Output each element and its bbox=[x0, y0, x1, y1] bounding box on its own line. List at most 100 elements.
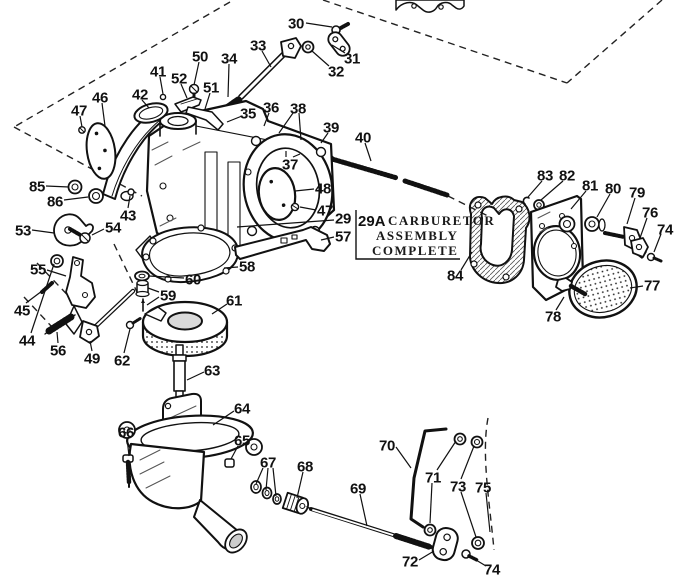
part-label-82-51: 82 bbox=[559, 168, 575, 185]
leader-line-29-25 bbox=[236, 219, 335, 228]
leader-line-33-1 bbox=[261, 50, 272, 68]
part-47-screw-left bbox=[78, 126, 86, 134]
leader-line-32-4 bbox=[311, 50, 330, 67]
leader-line-71-45 bbox=[436, 440, 457, 471]
part-51-spring-arm bbox=[185, 106, 224, 131]
leader-line-44-33 bbox=[30, 263, 55, 334]
part-60-washer bbox=[134, 270, 150, 282]
part-label-66-39: 66 bbox=[118, 425, 134, 442]
part-label-74-49: 74 bbox=[484, 562, 501, 579]
part-73-grommets bbox=[470, 435, 485, 550]
leader-line-74-49 bbox=[470, 556, 487, 567]
parts-drawings bbox=[40, 0, 663, 562]
leader-line-34-2 bbox=[227, 63, 230, 98]
part-42-gasket-ring bbox=[133, 102, 169, 124]
part-label-64-38: 64 bbox=[234, 401, 251, 418]
leader-line-73-46 bbox=[460, 445, 475, 480]
part-label-33-1: 33 bbox=[250, 38, 266, 55]
part-label-74-56: 74 bbox=[657, 222, 674, 239]
part-label-49-35: 49 bbox=[84, 351, 100, 368]
part-80-bushing bbox=[584, 216, 606, 232]
leader-line-61-30 bbox=[211, 303, 228, 315]
part-label-32-4: 32 bbox=[328, 64, 344, 81]
part-56-spring bbox=[44, 313, 76, 335]
part-76-clamp bbox=[630, 237, 649, 258]
part-45-pin-spring bbox=[40, 281, 54, 294]
part-58-gasket bbox=[141, 224, 240, 284]
part-48-disk bbox=[257, 167, 297, 221]
part-69-rod bbox=[305, 506, 433, 550]
leader-line-76-55 bbox=[639, 217, 648, 239]
part-label-40-16: 40 bbox=[355, 130, 371, 147]
leader-line-70-44 bbox=[395, 446, 412, 469]
part-52-clip bbox=[174, 96, 202, 113]
part-78-screw bbox=[555, 277, 588, 297]
part-label-84-59: 84 bbox=[447, 268, 464, 285]
part-label-34-2: 34 bbox=[221, 51, 238, 68]
part-label-55-31: 55 bbox=[30, 262, 46, 279]
part-70-bent-rod bbox=[409, 427, 448, 529]
part-label-62-36: 62 bbox=[114, 353, 130, 370]
leader-line-31-3 bbox=[331, 44, 346, 54]
leader-line-64-38 bbox=[212, 410, 235, 426]
part-label-77-57: 77 bbox=[644, 278, 660, 295]
leader-line-85-18 bbox=[45, 185, 70, 188]
part-label-38-14: 38 bbox=[290, 101, 306, 118]
leader-line-40-16 bbox=[364, 142, 372, 162]
leader-line-63-37 bbox=[186, 371, 205, 381]
leader-line-75-47 bbox=[485, 492, 491, 533]
part-label-41-6: 41 bbox=[150, 64, 166, 81]
part-label-79-54: 79 bbox=[629, 185, 645, 202]
part-label-47-24: 47 bbox=[317, 203, 333, 220]
part-31-plate bbox=[327, 31, 351, 57]
part-label-58-27: 58 bbox=[239, 259, 255, 276]
part-61-float-ring bbox=[141, 300, 229, 358]
part-label-67-41: 67 bbox=[260, 455, 276, 472]
assembly-note-item: 29A bbox=[358, 213, 386, 230]
leader-line-59-29 bbox=[147, 287, 160, 293]
part-83-clip bbox=[522, 196, 530, 205]
part-54-screw bbox=[68, 227, 91, 244]
leader-line-86-19 bbox=[63, 196, 89, 201]
part-label-63-37: 63 bbox=[204, 363, 220, 380]
leader-line-39-15 bbox=[320, 132, 329, 144]
leader-line-84-59 bbox=[460, 251, 473, 271]
leader-line-65-40 bbox=[230, 445, 239, 460]
part-label-46-10: 46 bbox=[92, 90, 108, 107]
part-label-72-48: 72 bbox=[402, 554, 418, 571]
leader-line-47-24 bbox=[299, 206, 317, 211]
part-40-threaded-rod bbox=[323, 155, 450, 198]
part-84-gasket bbox=[469, 195, 531, 285]
leader-line-60-28 bbox=[148, 275, 185, 279]
part-label-51-8: 51 bbox=[203, 80, 219, 97]
leader-line-48-23 bbox=[294, 188, 315, 192]
part-label-53-21: 53 bbox=[15, 223, 31, 240]
part-label-65-40: 65 bbox=[234, 433, 250, 450]
part-86-nut bbox=[88, 188, 104, 204]
leader-line-73-46 bbox=[460, 491, 477, 538]
part-49-lever-and-rod bbox=[79, 288, 136, 344]
leader-line-72-48 bbox=[418, 550, 435, 561]
leader-line-38-14 bbox=[298, 112, 302, 141]
leader-line-59-29 bbox=[146, 296, 160, 306]
leader-line-57-26 bbox=[320, 236, 335, 241]
part-label-43-20: 43 bbox=[120, 208, 136, 225]
part-32-washer bbox=[301, 40, 315, 54]
part-label-80-53: 80 bbox=[605, 181, 621, 198]
part-64-float-bowl bbox=[118, 392, 263, 554]
assembly-note-bracket bbox=[355, 210, 460, 260]
part-label-37-17: 37 bbox=[282, 157, 298, 174]
part-55-lever-assembly bbox=[65, 256, 96, 335]
part-label-75-47: 75 bbox=[475, 480, 491, 497]
leader-line-71-45 bbox=[429, 482, 433, 524]
part-41-ball bbox=[159, 93, 167, 101]
part-62-screw bbox=[125, 316, 143, 330]
leader-line-67-41 bbox=[265, 467, 269, 491]
assembly-note-line1: CARBURETOR bbox=[388, 213, 495, 228]
part-label-47-11: 47 bbox=[71, 103, 87, 120]
leader-line-78-58 bbox=[555, 296, 565, 311]
part-71-nuts bbox=[423, 432, 467, 537]
part-label-52-7: 52 bbox=[171, 71, 187, 88]
part-label-35-12: 35 bbox=[240, 106, 256, 123]
